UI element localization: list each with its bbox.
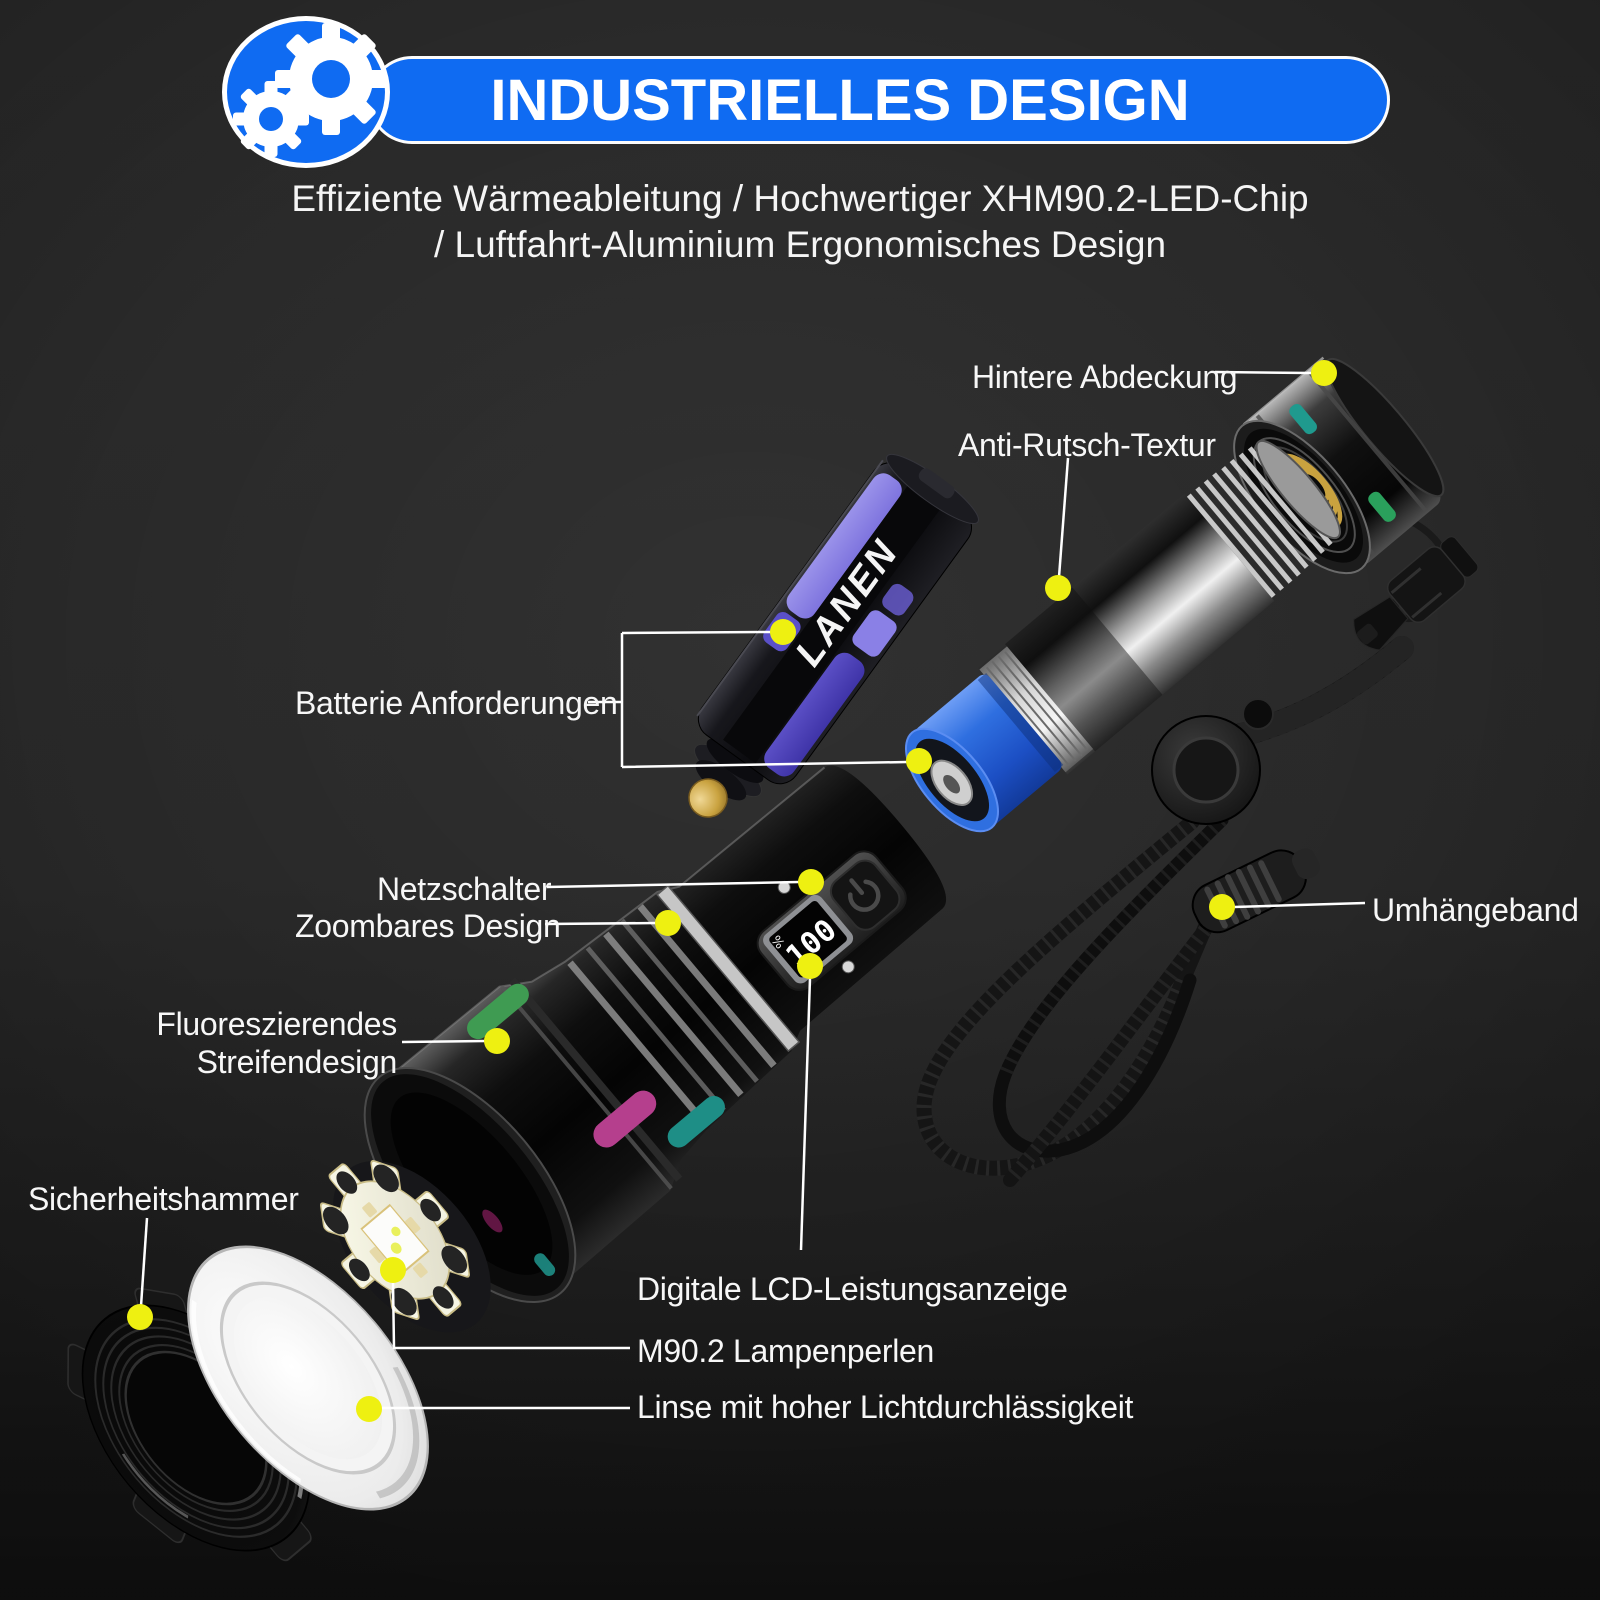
fluorescent-stripe-teal xyxy=(667,1095,725,1148)
label-fluoreszierendes-line2: Streifendesign xyxy=(196,1044,398,1080)
lanyard-rubber-end xyxy=(1191,848,1320,934)
lanyard-buckle-clip xyxy=(1353,536,1479,651)
title-banner: INDUSTRIELLES DESIGN xyxy=(368,56,1390,144)
lanyard-cord-loop xyxy=(916,814,1223,1176)
line-sicherheitshammer xyxy=(139,1217,149,1307)
head-bright-ring xyxy=(656,884,801,1053)
label-hintere-abdeckung: Hintere Abdeckung xyxy=(972,359,1238,395)
power-icon xyxy=(848,878,881,912)
battery-cells-purple xyxy=(763,473,914,777)
dot-digitale-lcd xyxy=(797,953,823,979)
flashlight-head: 100 % xyxy=(363,765,947,1304)
label-umhaengeband: Umhängeband xyxy=(1372,892,1579,928)
tail-cap-glow-strip-green xyxy=(1368,491,1396,522)
big-gear-icon xyxy=(233,23,387,157)
gears-icon xyxy=(222,16,390,168)
tail-cap-glow-strip-teal xyxy=(1289,403,1317,435)
line-digitale-lcd xyxy=(799,977,812,1251)
dot-anti-rutsch xyxy=(1045,575,1071,601)
fluorescent-stripe-magenta xyxy=(593,1090,657,1148)
lcd-display: 100 % xyxy=(763,894,854,984)
screw-icon xyxy=(841,960,855,974)
dot-hintere-abdeckung xyxy=(1311,360,1337,386)
tube-collar-ring xyxy=(979,646,1094,773)
label-netzschalter: Netzschalter xyxy=(377,871,552,907)
line-netzschalter xyxy=(546,880,800,889)
lens-disc xyxy=(187,1245,429,1511)
star-notches xyxy=(322,1164,468,1316)
subtitle-line1: Effiziente Wärmeableitung / Hochwertiger… xyxy=(291,178,1309,219)
dot-batterie-2 xyxy=(906,748,932,774)
line-batterie-bracket xyxy=(588,630,908,769)
power-button[interactable] xyxy=(825,855,905,936)
line-m90-lampenperlen xyxy=(391,1281,630,1350)
dot-fluoreszierendes xyxy=(484,1028,510,1054)
label-m90-lampenperlen: M90.2 Lampenperlen xyxy=(637,1333,935,1369)
battery-pack: LANEN xyxy=(688,453,979,818)
subtitle-line2: / Luftfahrt-Aluminium Ergonomisches Desi… xyxy=(433,224,1167,265)
body-tube xyxy=(904,439,1341,833)
line-zoombares xyxy=(544,921,658,926)
label-zoombares-design: Zoombares Design xyxy=(295,908,561,944)
line-fluoreszierendes xyxy=(401,1039,487,1044)
label-batterie-anforderungen: Batterie Anforderungen xyxy=(295,685,618,721)
line-hintere-abdeckung xyxy=(1214,370,1312,375)
label-linse: Linse mit hoher Lichtdurchlässigkeit xyxy=(637,1389,1134,1425)
zoom-ring-blue-holder xyxy=(904,672,1064,833)
dot-batterie-1 xyxy=(770,619,796,645)
callout-lines xyxy=(139,370,1366,1410)
fluorescent-stripe-green xyxy=(467,983,529,1040)
small-gear-icon xyxy=(233,81,309,157)
label-fluoreszierendes-line1: Fluoreszierendes xyxy=(156,1006,397,1042)
dot-zoombares xyxy=(655,910,681,936)
dot-m90-lampenperlen xyxy=(380,1257,406,1283)
label-digitale-lcd: Digitale LCD-Leistungsanzeige xyxy=(637,1271,1068,1307)
zoom-grooves xyxy=(567,904,777,1128)
gears-icon-svg xyxy=(233,23,387,157)
lanyard-cord-bead xyxy=(1242,698,1274,730)
star-solder-pads xyxy=(362,1202,428,1278)
led-die xyxy=(360,1203,430,1277)
label-fluoreszierendes-streifendesign: Fluoreszierendes Streifendesign xyxy=(150,1005,397,1081)
callout-dots xyxy=(127,360,1337,1422)
head-control-facet: 100 % xyxy=(756,850,907,991)
line-anti-rutsch xyxy=(1057,457,1070,578)
dot-netzschalter xyxy=(798,869,824,895)
label-sicherheitshammer: Sicherheitshammer xyxy=(28,1181,299,1217)
page-title: INDUSTRIELLES DESIGN xyxy=(490,67,1190,133)
led-star-pcb xyxy=(320,1160,491,1333)
dot-umhaengeband xyxy=(1209,894,1235,920)
line-umhaengeband xyxy=(1233,901,1366,909)
dot-linse xyxy=(356,1396,382,1422)
subtitle: Effiziente Wärmeableitung / Hochwertiger… xyxy=(0,176,1600,268)
dot-sicherheitshammer xyxy=(127,1304,153,1330)
battery-contact-tip xyxy=(688,778,728,818)
label-anti-rutsch-textur: Anti-Rutsch-Textur xyxy=(958,427,1216,463)
